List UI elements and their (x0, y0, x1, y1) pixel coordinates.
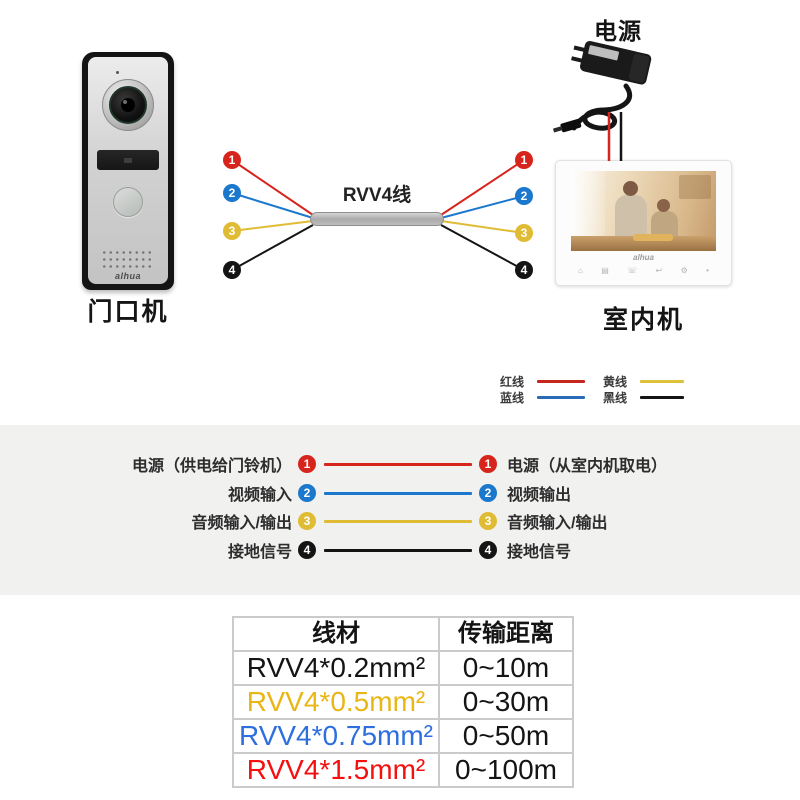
indoor-monitor-device: alhua ⌂ ▤ ☏ ↩ ⚙ • (555, 160, 732, 286)
terminal-2-right: 2 (515, 187, 533, 205)
wire-spec: RVV4*1.5mm² (232, 752, 440, 788)
door-station-label: 门口机 (87, 298, 169, 326)
door-station-device: alhua (82, 52, 174, 290)
connection-left-label: 电源（供电给门铃机） (131, 458, 292, 475)
connection-line (324, 491, 472, 495)
wire-right-yellow (440, 220, 525, 234)
brand-logo: alhua (633, 253, 654, 262)
connection-left-label: 视频输入 (227, 487, 292, 504)
screen-image (571, 171, 716, 251)
menu-icon: ▤ (601, 266, 609, 275)
connection-row-4: 接地信号 4 4 接地信号 (0, 537, 800, 563)
legend-label-blue: 蓝线 (500, 390, 525, 405)
wire-right-red (440, 159, 525, 216)
connection-number-badge: 3 (479, 512, 497, 530)
camera-icon (102, 79, 154, 131)
terminal-2-left: 2 (223, 184, 241, 202)
connection-number-badge: 1 (298, 455, 316, 473)
legend-label-red: 红线 (500, 374, 525, 389)
distance-value: 0~50m (438, 718, 574, 754)
wire-right-black (440, 224, 525, 271)
legend-row: 蓝线 黑线 (500, 389, 710, 405)
table-row: RVV4*0.5mm² 0~30m (232, 684, 574, 720)
terminal-1-right: 1 (515, 151, 533, 169)
table-row: RVV4*0.2mm² 0~10m (232, 650, 574, 686)
wire-right-blue (440, 195, 525, 219)
table-row: RVV4*1.5mm² 0~100m (232, 752, 574, 788)
connection-row-1: 电源（供电给门铃机） 1 1 电源（从室内机取电） (0, 451, 800, 477)
cable-label: RVV4线 (342, 185, 412, 206)
connection-number-badge: 3 (298, 512, 316, 530)
connection-right-label: 电源（从室内机取电） (507, 458, 668, 475)
home-icon: ⌂ (578, 266, 583, 275)
legend-line-yellow (640, 379, 684, 383)
legend-row: 红线 黄线 (500, 373, 710, 389)
terminal-3-right: 3 (515, 224, 533, 242)
indoor-monitor-label: 室内机 (602, 306, 684, 334)
wire-left-blue (231, 192, 314, 219)
legend-label-black: 黑线 (603, 390, 628, 405)
connection-number-badge: 2 (479, 484, 497, 502)
adapter-label-sticker (588, 45, 620, 61)
terminal-4-left: 4 (223, 261, 241, 279)
header-transmission-distance: 传输距离 (438, 616, 574, 652)
mic-hole-icon (116, 71, 119, 74)
terminal-4-right: 4 (515, 261, 533, 279)
wire-left-black (231, 224, 314, 271)
distance-value: 0~30m (438, 684, 574, 720)
adapter-cable (571, 83, 633, 131)
wire-spec-table: 线材 传输距离 RVV4*0.2mm² 0~10m RVV4*0.5mm² 0~… (232, 616, 574, 788)
legend-line-red (537, 379, 585, 383)
connection-left-label: 接地信号 (227, 544, 292, 561)
door-station-faceplate: alhua (88, 57, 168, 284)
barrel-jack (560, 118, 582, 133)
legend-label-yellow: 黄线 (603, 374, 628, 389)
legend-line-blue (537, 395, 585, 399)
connection-line (324, 519, 472, 523)
wire-left-yellow (231, 220, 314, 232)
connection-mapping-section: 电源（供电给门铃机） 1 1 电源（从室内机取电） 视频输入 2 2 视频输出 … (0, 425, 800, 595)
connection-right-label: 音频输入/输出 (507, 515, 608, 532)
table-row: RVV4*0.75mm² 0~50m (232, 718, 574, 754)
connection-number-badge: 4 (479, 541, 497, 559)
connection-number-badge: 1 (479, 455, 497, 473)
call-icon: ☏ (627, 266, 638, 275)
doorbell-call-button (113, 187, 143, 217)
rvv4-cable-graphic (310, 212, 444, 226)
connection-right-label: 接地信号 (507, 544, 572, 561)
speaker-grille-icon (101, 249, 155, 269)
wire-color-legend: 红线 黄线 蓝线 黑线 (500, 373, 710, 405)
return-icon: ↩ (655, 266, 663, 275)
connection-number-badge: 4 (298, 541, 316, 559)
connection-line (324, 548, 472, 552)
wire-left-red (231, 159, 314, 216)
terminal-3-left: 3 (223, 222, 241, 240)
power-label: 电源 (594, 18, 642, 44)
wire-spec: RVV4*0.2mm² (232, 650, 440, 686)
legend-line-black (640, 395, 684, 399)
connection-right-label: 视频输出 (507, 487, 572, 504)
connection-left-label: 音频输入/输出 (191, 515, 292, 532)
connection-row-3: 音频输入/输出 3 3 音频输入/输出 (0, 508, 800, 534)
monitor-touch-buttons: ⌂ ▤ ☏ ↩ ⚙ • (578, 266, 709, 276)
connection-number-badge: 2 (298, 484, 316, 502)
wire-spec: RVV4*0.5mm² (232, 684, 440, 720)
settings-icon: ⚙ (680, 266, 688, 275)
wire-spec: RVV4*0.75mm² (232, 718, 440, 754)
header-wire-material: 线材 (232, 616, 440, 652)
connection-row-2: 视频输入 2 2 视频输出 (0, 480, 800, 506)
connection-line (324, 462, 472, 466)
distance-value: 0~100m (438, 752, 574, 788)
power-adapter-graphic (552, 40, 652, 133)
table-header-row: 线材 传输距离 (232, 616, 574, 652)
distance-value: 0~10m (438, 650, 574, 686)
sensor-window (97, 150, 159, 170)
camera-lens (109, 86, 147, 124)
terminal-1-left: 1 (223, 151, 241, 169)
dot-icon: • (706, 266, 709, 275)
brand-logo: alhua (114, 271, 141, 281)
